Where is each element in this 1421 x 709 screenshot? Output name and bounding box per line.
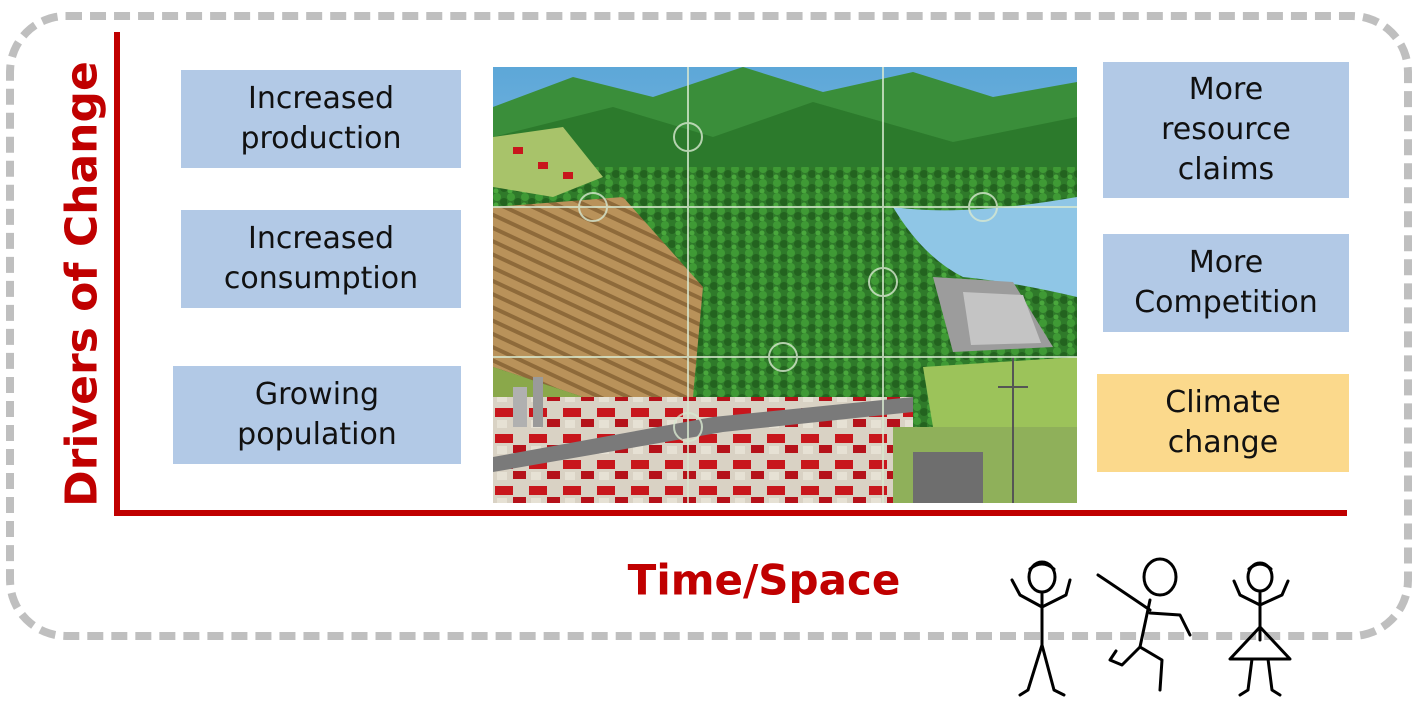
x-axis-line [114,510,1347,516]
box-growing-population: Growing population [173,366,461,464]
box-line: More [1188,245,1264,280]
box-line: resource [1161,112,1291,147]
stick-figure-dancing [1096,557,1192,692]
y-axis-label: Drivers of Change [56,61,108,507]
box-line: population [237,417,397,452]
box-line: Increased [247,221,394,256]
box-line: Climate [1165,385,1281,420]
box-line: consumption [223,261,419,296]
box-line: Growing [254,377,380,412]
box-line: change [1167,425,1279,460]
y-axis-line [114,32,120,516]
dashed-frame [6,12,1412,640]
box-line: Competition [1134,285,1318,320]
box-increased-production: Increased production [181,70,461,168]
x-axis-label: Time/Space [627,555,901,605]
box-line: Increased [247,81,394,116]
stick-figures-illustration [990,555,1320,705]
box-line: More [1188,72,1264,107]
box-increased-consumption: Increased consumption [181,210,461,308]
box-line: production [240,121,402,156]
stick-figure-skirt [1228,561,1292,697]
box-more-resource-claims: More resource claims [1103,62,1349,198]
box-line: claims [1177,152,1275,187]
box-climate-change: Climate change [1097,374,1349,472]
stick-figure-shrugging [1010,560,1072,697]
landscape-puzzle-illustration [493,67,1077,503]
